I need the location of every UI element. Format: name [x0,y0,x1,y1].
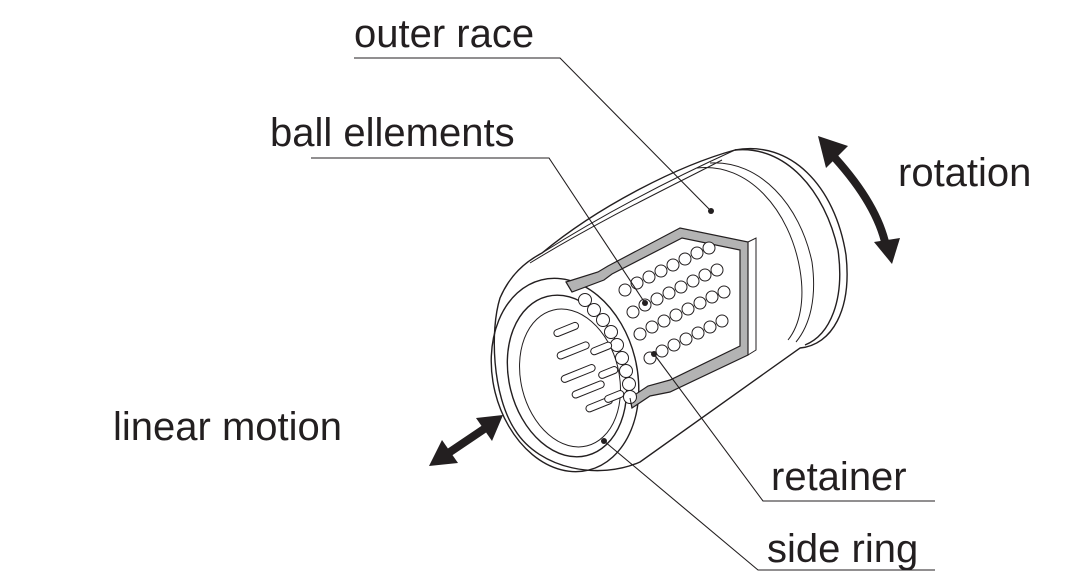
outer-race-back-rim [734,148,841,346]
label-linear-motion: linear motion [113,405,342,449]
linear-motion-arrow-icon [429,415,503,466]
label-ball-elements: ball ellements [270,111,515,155]
label-rotation: rotation [898,151,1031,195]
leader-ball-elements [311,157,646,304]
rotation-arrow-icon [818,136,900,264]
leader-retainer [653,353,935,502]
ball-rows [578,241,731,404]
label-retainer: retainer [771,455,907,499]
bore [519,308,621,448]
label-side-ring: side ring [767,527,918,571]
outer-race-groove-2 [709,162,815,343]
leader-ball-elements-dot [642,300,648,306]
leader-retainer-dot [651,351,657,357]
leader-side-ring-dot [601,438,607,444]
outer-race-body [493,147,848,472]
label-outer-race: outer race [354,12,534,56]
leader-outer-race [354,57,712,212]
outer-race-groove-1 [696,167,803,341]
outer-race-top-edge-2 [529,159,723,264]
cutaway-edge [565,237,757,409]
outer-race-top-edge [541,149,736,254]
bore-rods [553,321,625,413]
leader-side-ring [603,440,935,571]
leader-lines [311,57,935,571]
side-ring-outer [490,277,640,473]
leader-outer-race-dot [708,208,714,214]
bearing-illustration [490,147,848,473]
